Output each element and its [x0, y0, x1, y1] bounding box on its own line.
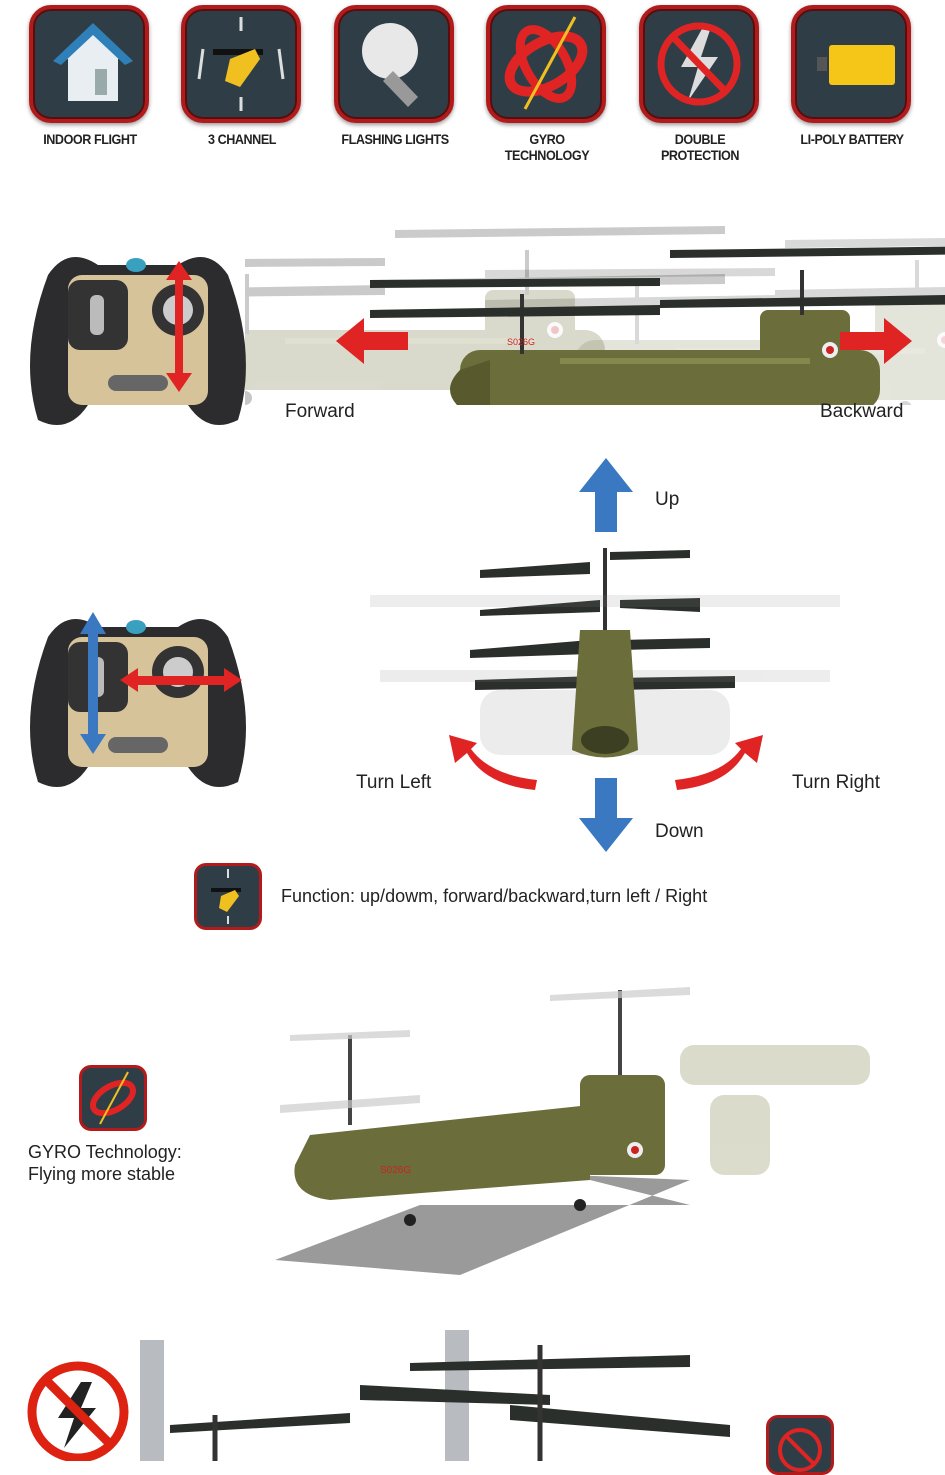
feature-label: 3 CHANNEL — [207, 131, 277, 147]
arrow-up-blue-icon — [579, 458, 633, 532]
red-up-down-arrow-icon — [166, 261, 192, 392]
up-label: Up — [655, 489, 680, 510]
arrow-right-red-icon — [840, 318, 912, 364]
helicopter-arrows-icon — [181, 5, 301, 123]
backward-label: Backward — [820, 401, 904, 422]
gyro-icon — [486, 5, 606, 123]
light-bulb-icon — [334, 5, 454, 123]
feature-double-protection: DOUBLE PROTECTION — [639, 5, 761, 163]
helicopter-gyro-view: S026G — [275, 987, 870, 1275]
gyro-caption-line2: Flying more stable — [28, 1164, 176, 1184]
no-lightning-icon — [27, 1361, 129, 1461]
helicopter-pole-collision — [140, 1330, 730, 1461]
feature-label: DOUBLE PROTECTION — [660, 131, 740, 163]
feature-label: LI-POLY BATTERY — [800, 131, 904, 147]
feature-gyro-technology: GYRO TECHNOLOGY — [486, 5, 608, 163]
function-description: Function: up/dowm, forward/backward,turn… — [281, 886, 708, 906]
feature-indoor-flight: INDOOR FLIGHT — [29, 5, 151, 147]
turn-right-label: Turn Right — [792, 772, 880, 793]
turn-left-arrow-icon — [449, 735, 537, 790]
arrow-left-red-icon — [336, 318, 408, 364]
turn-right-arrow-icon — [675, 735, 763, 790]
down-label: Down — [655, 821, 704, 842]
helicopter-side-view: S026G — [245, 226, 945, 405]
feature-3-channel: 3 CHANNEL — [181, 5, 303, 147]
feature-li-poly-battery: LI-POLY BATTERY — [791, 5, 913, 147]
feature-flashing-lights: FLASHING LIGHTS — [334, 5, 456, 147]
feature-label: FLASHING LIGHTS — [341, 131, 449, 147]
battery-icon — [791, 5, 911, 123]
gyro-caption: GYRO Technology: Flying more stable — [28, 1141, 182, 1185]
red-left-right-arrow-icon — [120, 668, 242, 692]
remote-controller-forward-backward — [30, 257, 246, 425]
no-lightning-small-icon — [766, 1415, 834, 1475]
helicopter-front-view — [370, 548, 840, 758]
remote-controller-up-turn — [30, 612, 246, 787]
feature-label: INDOOR FLIGHT — [43, 131, 137, 147]
heli-label: S026G — [507, 337, 535, 347]
gyro-icon — [79, 1065, 147, 1131]
arrow-down-blue-icon — [579, 778, 633, 852]
heli-label: S026G — [380, 1165, 411, 1176]
house-icon — [29, 5, 149, 123]
turn-left-label: Turn Left — [356, 772, 432, 793]
no-lightning-icon — [639, 5, 759, 123]
feature-label: GYRO TECHNOLOGY — [504, 131, 590, 163]
helicopter-arrows-icon — [194, 863, 262, 930]
forward-label: Forward — [285, 401, 355, 422]
gyro-caption-line1: GYRO Technology: — [28, 1142, 182, 1162]
blue-up-down-arrow-icon — [80, 612, 106, 754]
